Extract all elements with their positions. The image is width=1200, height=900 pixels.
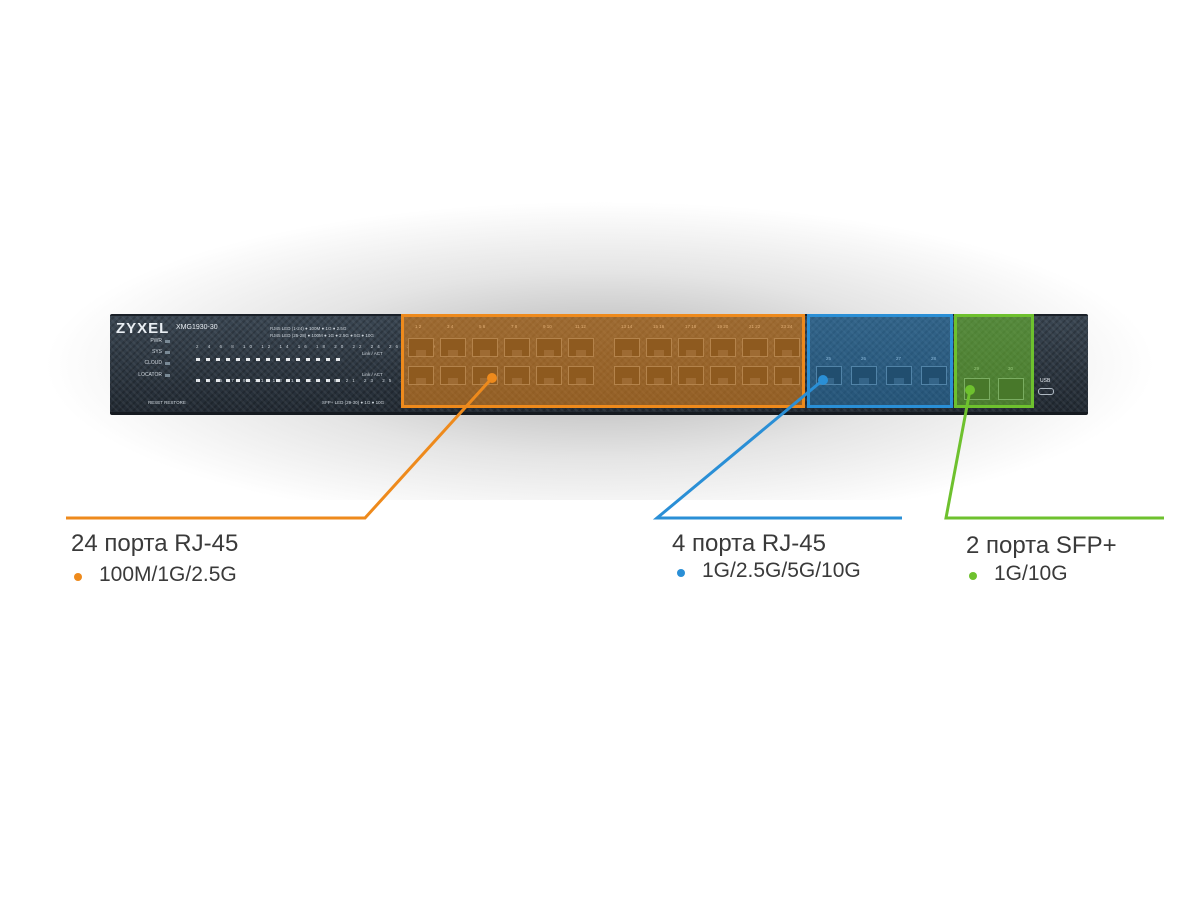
led-cloud-indicator bbox=[165, 362, 170, 365]
link-act-label-bottom: Link / ACT bbox=[362, 372, 383, 377]
rj45-10g-port-26 bbox=[851, 366, 877, 385]
reset-restore-label: RESET RESTORE bbox=[148, 400, 186, 405]
leader-anchor-rj45-10g bbox=[818, 375, 828, 385]
bullet-green-icon bbox=[969, 572, 977, 580]
callout-title-rj45-2-5g: 24 порта RJ-45 bbox=[71, 530, 239, 557]
port-led-row-bottom bbox=[196, 372, 356, 383]
highlight-rj45-10g-ports bbox=[807, 314, 953, 408]
rj45-10g-port-number: 27 bbox=[896, 356, 902, 361]
rj45-10g-port-number: 26 bbox=[861, 356, 867, 361]
led-sys-indicator bbox=[165, 351, 170, 354]
port-led-numbers-top: 2 4 6 8 10 12 14 16 18 20 22 24 26 28 30 bbox=[196, 344, 439, 349]
led-label-sys: SYS bbox=[151, 349, 162, 355]
bullet-orange-icon bbox=[74, 573, 82, 581]
led-label-locator: LOCATOR bbox=[138, 372, 162, 378]
rj45-10g-port-number: 25 bbox=[826, 356, 832, 361]
brand-logo: ZYXEL bbox=[116, 320, 170, 337]
link-act-label-top: Link / ACT bbox=[362, 351, 383, 356]
callout-title-sfp-plus: 2 порта SFP+ bbox=[966, 532, 1117, 559]
highlight-rj45-2-5g-ports bbox=[401, 314, 805, 408]
usb-label: USB bbox=[1040, 378, 1051, 384]
leader-line-rj45-2-5g bbox=[66, 376, 494, 520]
leader-line-rj45-10g bbox=[652, 378, 902, 520]
rj45-led-legend-bottom: RJ45 LED (25-28) ● 100M ● 1G ● 2.5G ● 5G… bbox=[270, 333, 374, 338]
sfp-led-legend: SFP+ LED (29-30) ● 1G ● 10G bbox=[322, 400, 385, 405]
leader-line-sfp-plus bbox=[944, 389, 1164, 520]
rj45-led-legend-top: RJ45 LED (1-24) ● 100M ● 1G ● 2.5G bbox=[270, 326, 347, 331]
led-label-cloud: CLOUD bbox=[144, 360, 162, 366]
callout-spec-sfp-plus: 1G/10G bbox=[994, 562, 1068, 585]
usb-port bbox=[1038, 388, 1054, 395]
port-led-row-top bbox=[196, 351, 356, 362]
callout-spec-rj45-10g: 1G/2.5G/5G/10G bbox=[702, 559, 861, 582]
callout-title-rj45-10g: 4 порта RJ-45 bbox=[672, 530, 826, 557]
leader-anchor-sfp-plus bbox=[965, 385, 975, 395]
led-label-pwr: PWR bbox=[150, 338, 162, 344]
led-pwr-indicator bbox=[165, 340, 170, 343]
leader-anchor-rj45-2-5g bbox=[487, 373, 497, 383]
led-locator-indicator bbox=[165, 374, 170, 377]
rj45-10g-port-number: 28 bbox=[931, 356, 937, 361]
callout-spec-rj45-2-5g: 100M/1G/2.5G bbox=[99, 563, 237, 586]
model-label: XMG1930-30 bbox=[176, 324, 218, 331]
port-led-numbers-bottom: 1 3 5 7 9 11 13 15 17 19 21 23 25 27 29 bbox=[196, 378, 432, 383]
rj45-10g-port-27 bbox=[886, 366, 912, 385]
rj45-10g-port-28 bbox=[921, 366, 947, 385]
bullet-blue-icon bbox=[677, 569, 685, 577]
